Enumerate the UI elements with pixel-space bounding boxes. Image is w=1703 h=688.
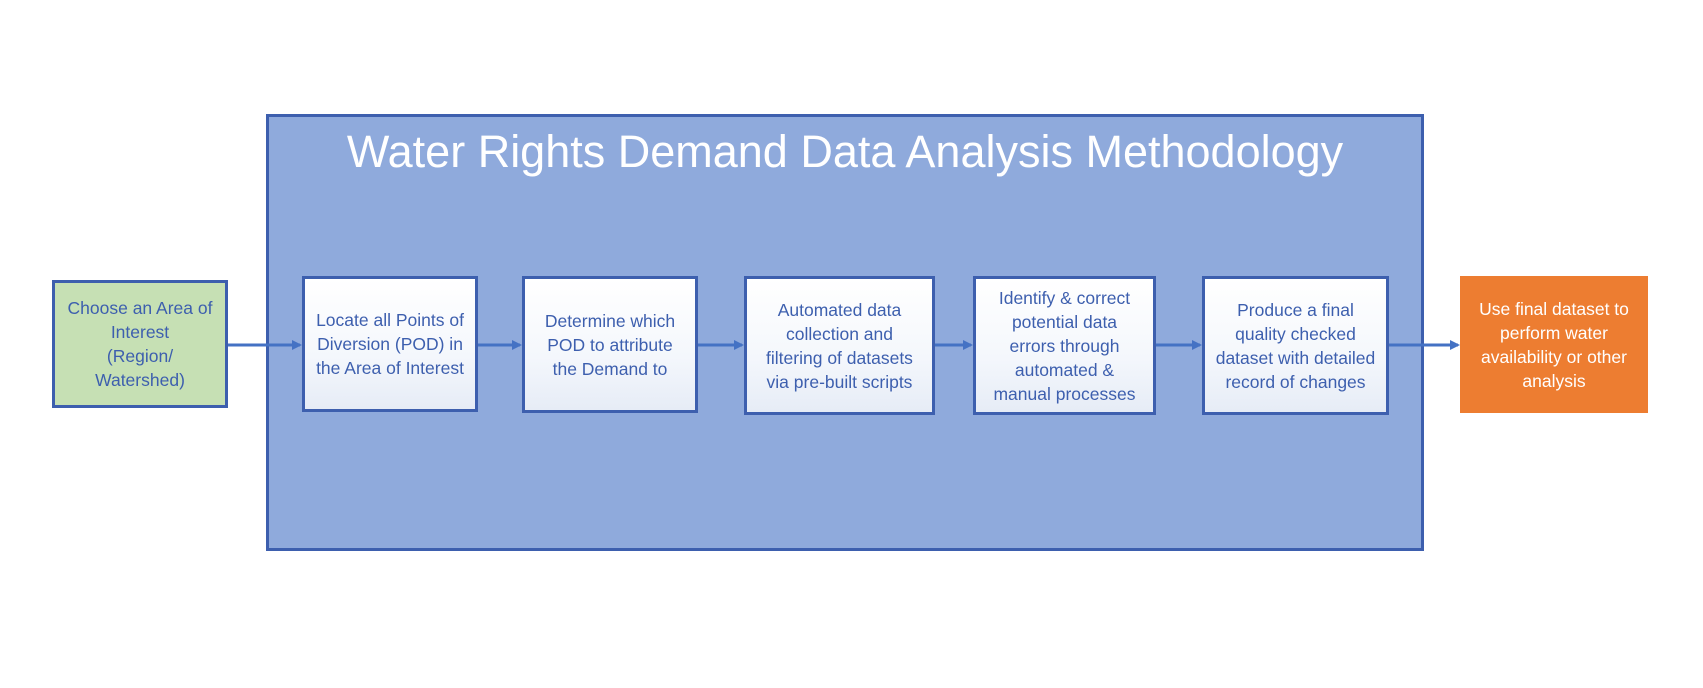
start-box-area-of-interest: Choose an Area of Interest (Region/ Wate… [52, 280, 228, 408]
step-identify-correct-errors: Identify & correct potential data errors… [973, 276, 1156, 415]
step-automated-collection: Automated data collection and filtering … [744, 276, 935, 415]
step-locate-pod: Locate all Points of Diversion (POD) in … [302, 276, 478, 412]
step-final-dataset: Produce a final quality checked dataset … [1202, 276, 1389, 415]
end-box-final-analysis: Use final dataset to perform water avail… [1460, 276, 1648, 413]
step-determine-pod: Determine which POD to attribute the Dem… [522, 276, 698, 413]
diagram-title: Water Rights Demand Data Analysis Method… [346, 126, 1344, 177]
